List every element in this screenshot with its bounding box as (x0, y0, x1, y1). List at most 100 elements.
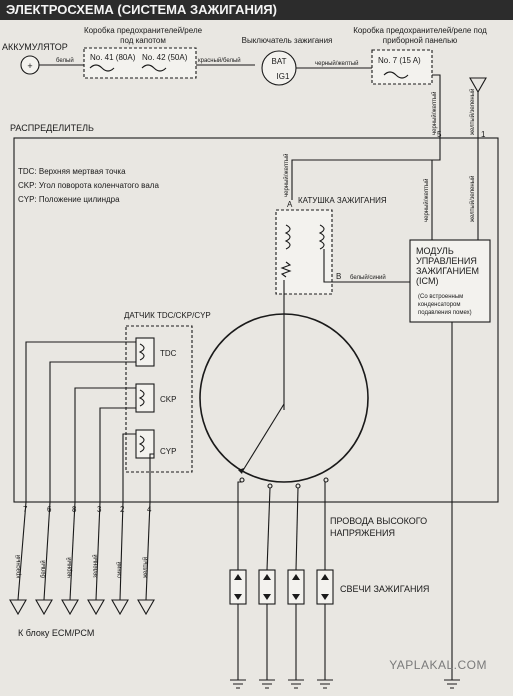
hv-wire-3 (295, 487, 299, 571)
spark-plugs-label: СВЕЧИ ЗАЖИГАНИЯ (340, 584, 429, 594)
rotor-arm (241, 403, 285, 473)
wire-label-coil-a: черный/желтый (283, 153, 290, 197)
wire-tdc-b (49, 361, 136, 502)
sensor-cyp-winding (138, 435, 145, 453)
spark-plug-3 (287, 569, 305, 689)
sensor-ckp-coil (135, 383, 155, 413)
ecm-wire-green (95, 501, 101, 601)
ecm-wire-label-green: зеленый (92, 554, 99, 578)
wire-label-icm-in: черный/желтый (423, 178, 430, 222)
ignition-switch-title: Выключатель зажигания (242, 36, 333, 45)
legend-tdc: TDC: Верхняя мертвая точка (18, 167, 126, 176)
cap-contact-4 (323, 477, 329, 483)
ecm-wire-label-red: красный (15, 555, 22, 578)
watermark: YAPLAKAL.COM (389, 658, 487, 672)
ecm-terminal-3 (61, 599, 79, 616)
cap-contact-1 (239, 477, 245, 483)
ground-icm-icon (444, 679, 460, 689)
wire-label-pin5: черный/желтый (431, 91, 438, 135)
battery-label: АККУМУЛЯТОР (2, 42, 68, 52)
ecm-wire-label-yellow: желтый (142, 557, 149, 578)
ecm-terminal-2 (35, 599, 53, 616)
ecm-wire-label-black: черный (66, 557, 73, 578)
page-title: ЭЛЕКТРОСХЕМА (СИСТЕМА ЗАЖИГАНИЯ) (0, 0, 513, 20)
wire-cyp-a (122, 433, 136, 502)
ecm-wire-label-white: белый (40, 560, 47, 578)
legend-ckp: CKP: Угол поворота коленчатого вала (18, 181, 159, 190)
pin-5: 5 (437, 130, 442, 139)
coil-b-terminal: B (336, 272, 341, 281)
wire-fuse7-pin5 (432, 74, 441, 148)
ignition-control-module (409, 239, 491, 323)
hv-wire-2 (266, 487, 271, 571)
hv-wires-label2: НАПРЯЖЕНИЯ (330, 528, 395, 538)
legend-cyp: CYP: Положение цилиндра (18, 195, 120, 204)
spark-plug-4 (316, 569, 334, 689)
icm-line5: (Со встроенным (418, 294, 463, 300)
sensor-block (125, 325, 193, 473)
wire-label-black-yellow: черный/желтый (315, 60, 359, 67)
fuse-box-panel-title1: Коробка предохранителей/реле под (353, 26, 487, 35)
fuse-box-hood-title1: Коробка предохранителей/реле (84, 26, 203, 35)
coil-resistor (280, 261, 292, 278)
fuse-elements (89, 64, 167, 72)
fuse-42: No. 42 (50A) (142, 53, 188, 62)
sensor-label: ДАТЧИК TDC/CKP/CYP (124, 311, 211, 320)
ecm-wire-yellow (145, 501, 151, 601)
switch-ig1-label: IG1 (277, 72, 290, 81)
ecm-terminal-6 (137, 599, 155, 616)
distributor-label: РАСПРЕДЕЛИТЕЛЬ (10, 123, 94, 133)
wire-pin5-coil (291, 148, 441, 200)
terminal-icon (469, 77, 487, 94)
battery-plus: + (27, 61, 32, 71)
fuse-box-hood-title2: под капотом (120, 36, 166, 45)
icm-line2: УПРАВЛЕНИЯ (416, 256, 477, 266)
coil-a-terminal: A (287, 200, 293, 209)
switch-bat-label: BAT (272, 57, 287, 66)
sensor-tdc-winding (138, 343, 145, 361)
cap-contact-3 (295, 483, 301, 489)
distributor-cap (199, 313, 369, 483)
sensor-tdc-coil (135, 337, 155, 367)
ecm-wire-black (69, 501, 76, 601)
sensor-cyp-coil (135, 429, 155, 459)
hv-wire-1 (237, 481, 242, 570)
ecm-wire-label-blue: синий (116, 562, 123, 578)
icm-line6: конденсатором (418, 302, 461, 308)
ecm-wire-white (43, 501, 51, 601)
wire-ckp-b (99, 407, 136, 502)
wire-label-icm-in2: желтый/зеленый (469, 176, 476, 222)
fuse-7-element (383, 71, 409, 79)
sensor-ckp-label: CKP (160, 395, 176, 404)
fuse-box-hood (83, 47, 197, 79)
fuse-box-panel-title2: приборной панелью (383, 36, 458, 45)
hv-wire-4 (324, 481, 326, 570)
fuse-7: No. 7 (15 A) (378, 56, 421, 65)
distributor-frame (13, 137, 499, 503)
coil-label: КАТУШКА ЗАЖИГАНИЯ (298, 196, 387, 205)
pin-1: 1 (481, 130, 486, 139)
ecm-wire-blue (119, 501, 124, 601)
icm-line4: (ICM) (416, 276, 439, 286)
sensor-ckp-winding (138, 389, 145, 407)
wire-label-coil-b: белый/синий (350, 274, 386, 281)
sensor-tdc-label: TDC (160, 349, 177, 358)
wire-label-white: белый (56, 57, 74, 64)
icm-line7: подавления помех) (418, 310, 472, 316)
wire-coil-b (323, 249, 410, 283)
wire-ckp-a (74, 387, 136, 502)
ecm-wire-red (17, 501, 27, 601)
hv-wires-label1: ПРОВОДА ВЫСОКОГО (330, 516, 427, 526)
ecm-terminal-4 (87, 599, 105, 616)
rotor-tip-icon (238, 468, 244, 474)
spark-plug-2 (258, 569, 276, 689)
ignition-coil (275, 209, 333, 295)
wire-label-red-white: красный/белый (198, 57, 241, 64)
ecm-terminal-5 (111, 599, 129, 616)
coil-secondary (318, 224, 325, 250)
icm-line3: ЗАЖИГАНИЕМ (416, 266, 479, 276)
coil-primary (284, 224, 291, 250)
ecm-label: К блоку ECM/PCM (18, 628, 94, 638)
